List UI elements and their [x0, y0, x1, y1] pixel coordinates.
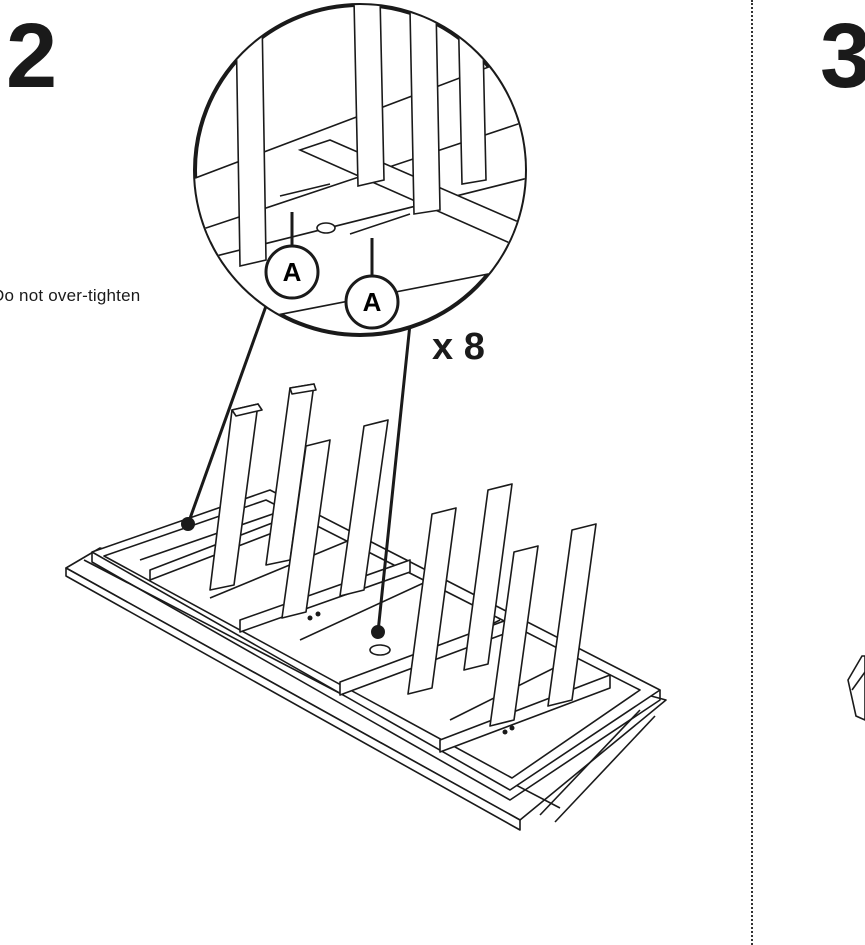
table-top-illustration	[65, 383, 667, 831]
callout-letter-1: A	[283, 257, 302, 287]
step-2-number: 2	[6, 5, 58, 107]
quantity-label: x 8	[432, 326, 485, 368]
hardware-a-callout-2	[344, 274, 400, 330]
hardware-a-callout-1	[264, 244, 320, 300]
over-tighten-warning: Do not over-tighten	[0, 286, 141, 305]
detail-magnifier: A A	[193, 3, 527, 337]
callout-leader-lines	[186, 305, 412, 633]
step-3-number: 3	[820, 5, 865, 107]
step-3-partial-illustration	[847, 655, 865, 721]
callout-letter-2: A	[363, 287, 382, 317]
page-divider	[751, 0, 753, 945]
